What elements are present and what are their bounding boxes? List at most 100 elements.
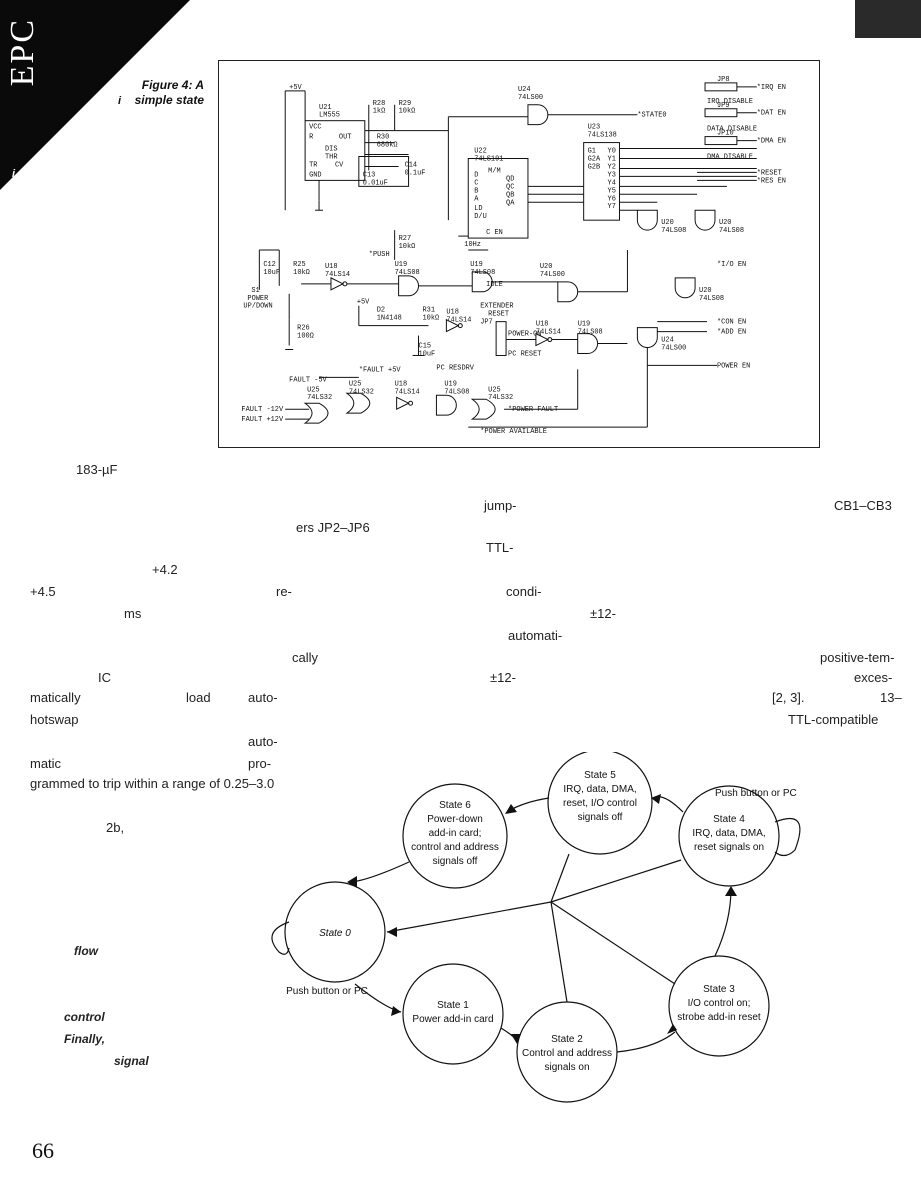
label-r30: R30 [377,134,390,142]
corner-logo-banner [0,0,190,190]
text-fragment: +4.2 [152,562,178,577]
state-3-desc-1: I/O control on; [688,998,751,1009]
label-cv: CV [335,161,344,169]
label-u19-d: U19 [444,380,457,388]
label-74ls08-g: 74LS08 [444,388,469,396]
text-fragment: ms [124,606,142,621]
label-r25-value: 10kΩ [293,269,310,277]
text-fragment: automati- [508,628,563,643]
label-c-en: C EN [486,229,503,237]
label-qd: QD [506,175,514,183]
label-u18-b: U18 [446,309,459,317]
label-u25-c: U25 [488,386,501,394]
label-fault-minus5: FAULT -5V [289,376,327,384]
side-fragment-activity: activity [26,168,64,180]
state-1-circle [402,963,504,1065]
state-2-label: State 2 [551,1034,583,1045]
label-jp7: JP7 [480,319,493,327]
label-r25: R25 [293,261,306,269]
label-u24: U24 [518,86,531,94]
label-u19-b: U19 [470,261,483,269]
label-io-en: *I/O EN [717,261,746,269]
label-74ls191: 74LS191 [474,155,503,163]
label-out: OUT [339,134,352,142]
label-irq-en: *IRQ EN [757,84,786,92]
text-fragment: ±12- [590,606,616,621]
label-up-down: UP/DOWN [243,303,272,311]
text-fragment: [2, 3]. [772,690,805,705]
corner-thumbnail [855,0,921,38]
label-b: B [474,187,478,195]
label-thr: THR [325,153,338,161]
schematic-svg: +5V U21 LM555 VCC R OUT DIS THR TR CV GN… [241,76,786,436]
label-extender-reset: RESET [488,311,509,319]
figure-caption: Figure 4: A simple state [108,78,204,108]
text-fragment: ers JP2–JP6 [296,520,370,535]
label-idle: IDLE [486,281,503,289]
label-dma-disable: DMA DISABLE [707,153,753,161]
label-y3: Y3 [608,171,616,179]
state-6-desc-1: Power-down [427,814,483,825]
label-gnd: GND [309,171,322,179]
state-1-desc: Power add-in card [412,1014,493,1025]
label-u22: U22 [474,148,487,156]
label-pc-reset: PC RESET [508,350,541,358]
text-fragment: control [64,1010,105,1024]
state-0-label: State 0 [319,928,351,939]
text-fragment: auto- [248,734,278,749]
page-number: 66 [32,1138,54,1163]
label-y4: Y4 [608,179,616,187]
text-fragment: grammed to trip within a range of 0.25–3… [30,776,275,791]
label-fault-minus12: FAULT -12V [241,406,284,414]
label-r27: R27 [399,235,412,243]
label-power-available: *POWER AVAILABLE [480,428,547,436]
label-74ls00-top: 74LS00 [518,94,543,102]
label-y5: Y5 [608,187,616,195]
label-res-en: *RES EN [757,177,786,185]
label-dis: DIS [325,146,338,154]
label-mm: M/M [488,167,501,175]
state-4-label: State 4 [713,814,745,825]
label-u21: U21 [319,104,332,112]
label-r26: R26 [297,325,310,333]
label-s1: S1 [251,287,259,295]
label-power-en: POWER EN [717,362,750,370]
label-qc: QC [506,183,514,191]
label-dma-en: *DMA EN [757,138,786,146]
label-c15: C15 [419,343,432,351]
label-74ls14-a: 74LS14 [325,271,350,279]
text-fragment: condi- [506,584,542,599]
transition-label-push-bottom: Push button or PC [286,986,368,997]
label-pc-resdrv: PC RESDRV [436,364,474,372]
label-r29: R29 [399,100,412,108]
label-c12-value: 10uF [263,269,280,277]
label-tr: TR [309,161,317,169]
label-r31-value: 10kΩ [423,315,440,323]
state-3-desc-2: strobe add-in reset [677,1012,761,1023]
label-r30-value: 680kΩ [377,142,398,150]
label-g2b: G2B [588,163,601,171]
text-fragment: flow [74,944,98,958]
label-74ls32-b: 74LS32 [349,388,374,396]
label-con-en: *CON EN [717,319,746,327]
label-state0: *STATE0 [637,112,666,120]
state-4-circle [678,785,780,887]
label-74ls08-c: 74LS08 [699,295,724,303]
label-u18-a: U18 [325,263,338,271]
transition-label-push-top: Push button or PC [715,788,797,799]
label-74ls32-c: 74LS32 [488,394,513,402]
state-diagram-svg: State 0 State 1 Power add-in card State … [271,749,801,1103]
label-a: A [474,195,479,203]
label-74ls08-b: 74LS08 [719,227,744,235]
label-vcc: VCC [309,124,322,132]
label-r27-value: 10kΩ [399,243,416,251]
label-y2: Y2 [608,163,616,171]
text-fragment: +4.5 [30,584,56,599]
label-g2a: G2A [588,155,601,163]
label-y6: Y6 [608,195,616,203]
label-74ls14-b: 74LS14 [446,317,471,325]
label-power: POWER [247,295,268,303]
label-c13-value: 0.01uF [363,179,388,187]
state-5-desc-1: IRQ, data, DMA, [563,784,636,795]
text-fragment: IC [98,670,111,685]
